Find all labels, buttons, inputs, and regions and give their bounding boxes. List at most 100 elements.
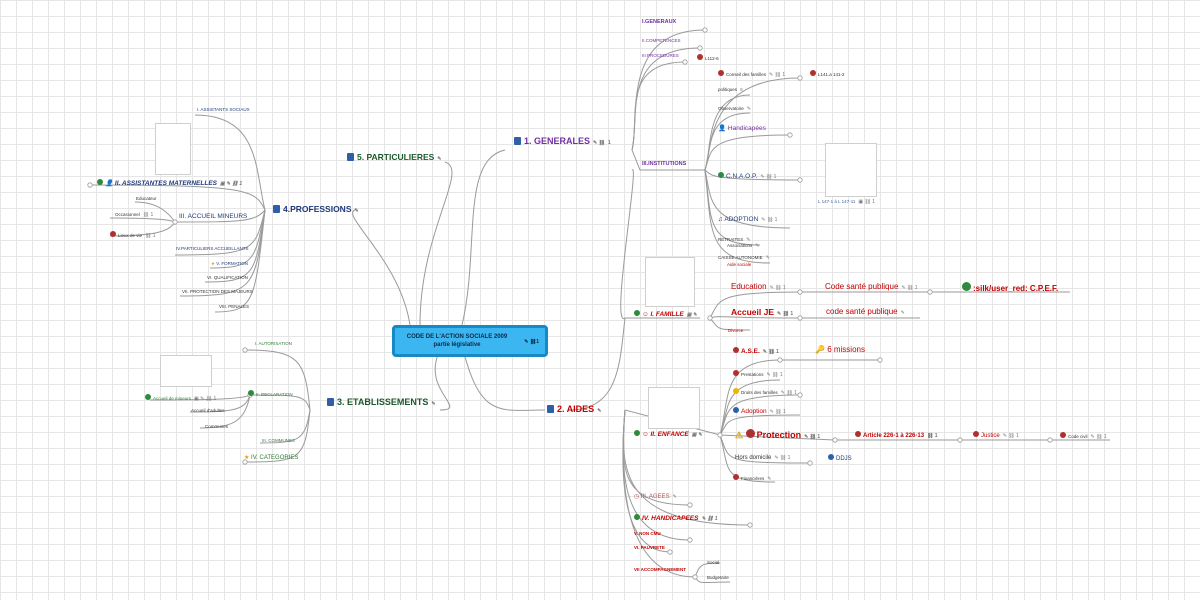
node-autorisation[interactable]: I. AUTORISATION [255,341,292,346]
node-hors-domicile[interactable]: Hors domicile✎ ⛓ 1 [735,455,791,461]
node-lieux-de-vie[interactable]: Lieux de vie⛓ 1 [110,231,156,239]
status-dot-icon [855,431,861,437]
node-handicapees[interactable]: 👤 Handicapées [718,125,766,132]
note-icon: ✎ ⛓ 1 [777,311,794,317]
book-icon [347,153,354,161]
node-ddjs[interactable]: DDJS [828,454,852,462]
status-dot-icon [1060,432,1066,438]
node-social[interactable]: Social [707,560,720,565]
node-prestations[interactable]: Prestations✎ ⛓ 1 [733,370,783,378]
node-conseil-familles[interactable]: Conseil des familles✎ ⛓ 1 [718,70,785,78]
warning-icon: ⚠ [735,430,746,440]
node-financieres[interactable]: Financières✎ [733,474,771,482]
node-associations[interactable]: Associations✎ [727,243,760,249]
node-6-missions[interactable]: 🔑 6 missions [815,345,865,354]
note-icon: ✎ [746,106,751,112]
node-cpef[interactable]: :silk/user_red: C.P.E.F. [962,282,1058,293]
central-title: CODE DE L'ACTION SOCIALE 2009 [406,334,508,340]
node-l1126[interactable]: L112-6 [697,54,719,62]
node-politiques[interactable]: politiques≡ [718,87,743,93]
status-dot-icon [733,474,739,480]
node-qualification[interactable]: VI. QUALIFICATION [207,275,248,280]
node-enfance[interactable]: ☺ II. ENFANCE▣ ✎ [634,430,702,439]
node-occasionnel[interactable]: Occasionnel⛓ 1 [115,212,154,218]
note-icon: ✎ ⛓ 1 [1090,434,1107,440]
node-accueil-adultes[interactable]: Accueil d'adultes [191,408,225,413]
node-accueil-mineurs-etab[interactable]: Accueil de mineurs▣ ✎ ⛓ 1 [145,394,216,402]
node-institutions[interactable]: III.INSTITUTIONS [642,161,687,167]
node-communes-2[interactable]: III. COMMUNES [262,438,296,443]
status-dot-icon [697,54,703,60]
node-justice[interactable]: Justice✎ ⛓ 1 [973,431,1019,439]
node-generaux[interactable]: I.GENERAUX [642,19,677,25]
node-accompagnement[interactable]: VII ACCOMPAGNEMENT [634,567,687,572]
status-dot-icon [962,282,971,291]
child-icon: ☺ [642,431,651,438]
node-l147[interactable]: L 147-1 à L 147-11▣ ⛓ 1 [818,199,876,205]
node-code-sante-2[interactable]: code santé publique✎ [826,307,905,316]
node-competences[interactable]: II.COMPETENCES [642,38,681,43]
node-non-cmu[interactable]: V. NON CMU [634,531,661,536]
node-adoption-inst[interactable]: ♫ ADOPTION✎ ⛓ 1 [718,216,778,223]
node-droits-familles[interactable]: Droits des familles✎ ⛓ 1 [733,388,797,396]
node-agees[interactable]: ◷ III. AGEES✎ [634,494,677,500]
node-retraites[interactable]: RETRAITES✎ [718,237,751,243]
note-icon: ▣ ⛓ 1 [858,199,876,205]
branch-aides[interactable]: 2. AIDES✎ [547,405,601,414]
node-observatoire[interactable]: Observatoire✎ [718,106,751,112]
image-placeholder [155,123,191,175]
star-icon: ☺ [642,311,651,318]
note-icon: ✎ [597,408,602,414]
node-code-sante-1[interactable]: Code santé publique✎ ⛓ 1 [825,282,918,291]
node-accueil-je[interactable]: Accueil JE✎ ⛓ 1 [731,307,794,317]
note-icon: ✎ [437,156,442,162]
node-communes[interactable]: Communes [205,424,229,429]
node-protection[interactable]: ⚠ Protection✎ ⛓ 1 [735,429,821,440]
node-famille[interactable]: ☺ I. FAMILLE▣ ✎ [634,310,697,319]
node-educateur[interactable]: Educateur [136,196,157,201]
node-divorce[interactable]: Divorce [728,328,744,333]
node-categories[interactable]: ★ IV. CATEGORIES [244,455,299,461]
central-subtitle: partie législative [433,341,481,348]
note-icon: ✎ [431,401,436,407]
image-placeholder [160,355,212,387]
key-icon: 🔑 [815,345,828,354]
book-icon [547,405,554,413]
node-particuliers-accueillants[interactable]: IV.PARTICULIERS ACCUEILLANTS [176,246,249,251]
node-pauvrete[interactable]: VI. PAUVRETE [634,545,665,550]
node-formation[interactable]: ★ V. FORMATION [211,261,249,266]
branch-etablissements[interactable]: 3. ETABLISSEMENTS✎ [327,398,436,407]
node-aide-sociale[interactable]: Aide sociale [727,262,752,267]
node-ase[interactable]: A.S.E.✎ ⛓ 1 [733,347,779,356]
note-icon: ✎ [354,208,359,214]
node-caisse[interactable]: CAISSE AUTONOMIE✎ [718,255,770,261]
branch-generales[interactable]: 1. GENERALES✎ ⛓1 [514,137,611,146]
note-icon: ✎ ⛓ 1 [761,217,778,223]
node-declaration[interactable]: II. DECLARATION [248,390,293,398]
note-icon: ✎ ⛓ 1 [1002,433,1019,439]
node-assistantes-maternelles[interactable]: 👤 II. ASSISTANTES MATERNELLES▣ ✎ ⛓ 1 [97,179,242,188]
person-icon: 👤 [718,125,728,132]
node-budgetaire[interactable]: Budgetaire [707,575,729,580]
status-dot-icon [718,172,724,178]
node-protection-majeurs[interactable]: VII. PROTECTION DES MAJEURS [182,289,253,294]
status-dot-icon [634,310,640,316]
node-l141[interactable]: L141.a 141-2 [810,70,845,78]
node-penales[interactable]: VIII. PENALES [219,304,250,309]
node-article[interactable]: Article 226-1 à 226-13⛓ 1 [855,431,938,439]
node-assistants-sociaux[interactable]: I. ASSISTANTS SOCIAUX [197,107,250,112]
node-code-civil[interactable]: Code civil✎ ⛓ 1 [1060,432,1107,440]
clock-icon: ◷ [634,494,641,500]
node-handicapees-aides[interactable]: IV. HANDICAPEES✎ ⛓ 1 [634,514,718,523]
branch-particulieres[interactable]: 5. PARTICULIERES✎ [347,153,442,162]
node-adoption[interactable]: Adoption✎ ⛓ 1 [733,407,786,416]
music-icon: ♫ [718,216,725,223]
status-dot-icon [733,370,739,376]
node-education[interactable]: Education✎ ⛓ 1 [731,282,786,291]
note-icon: ✎ [746,237,751,243]
branch-professions[interactable]: 4.PROFESSIONS✎ [273,205,359,214]
node-procedures[interactable]: III.PROCEDURES [642,53,679,58]
node-accueil-mineurs[interactable]: III. ACCUEIL MINEURS [179,213,248,220]
node-cnaop[interactable]: C.N.A.O.P.✎ ⛓ 1 [718,172,776,181]
